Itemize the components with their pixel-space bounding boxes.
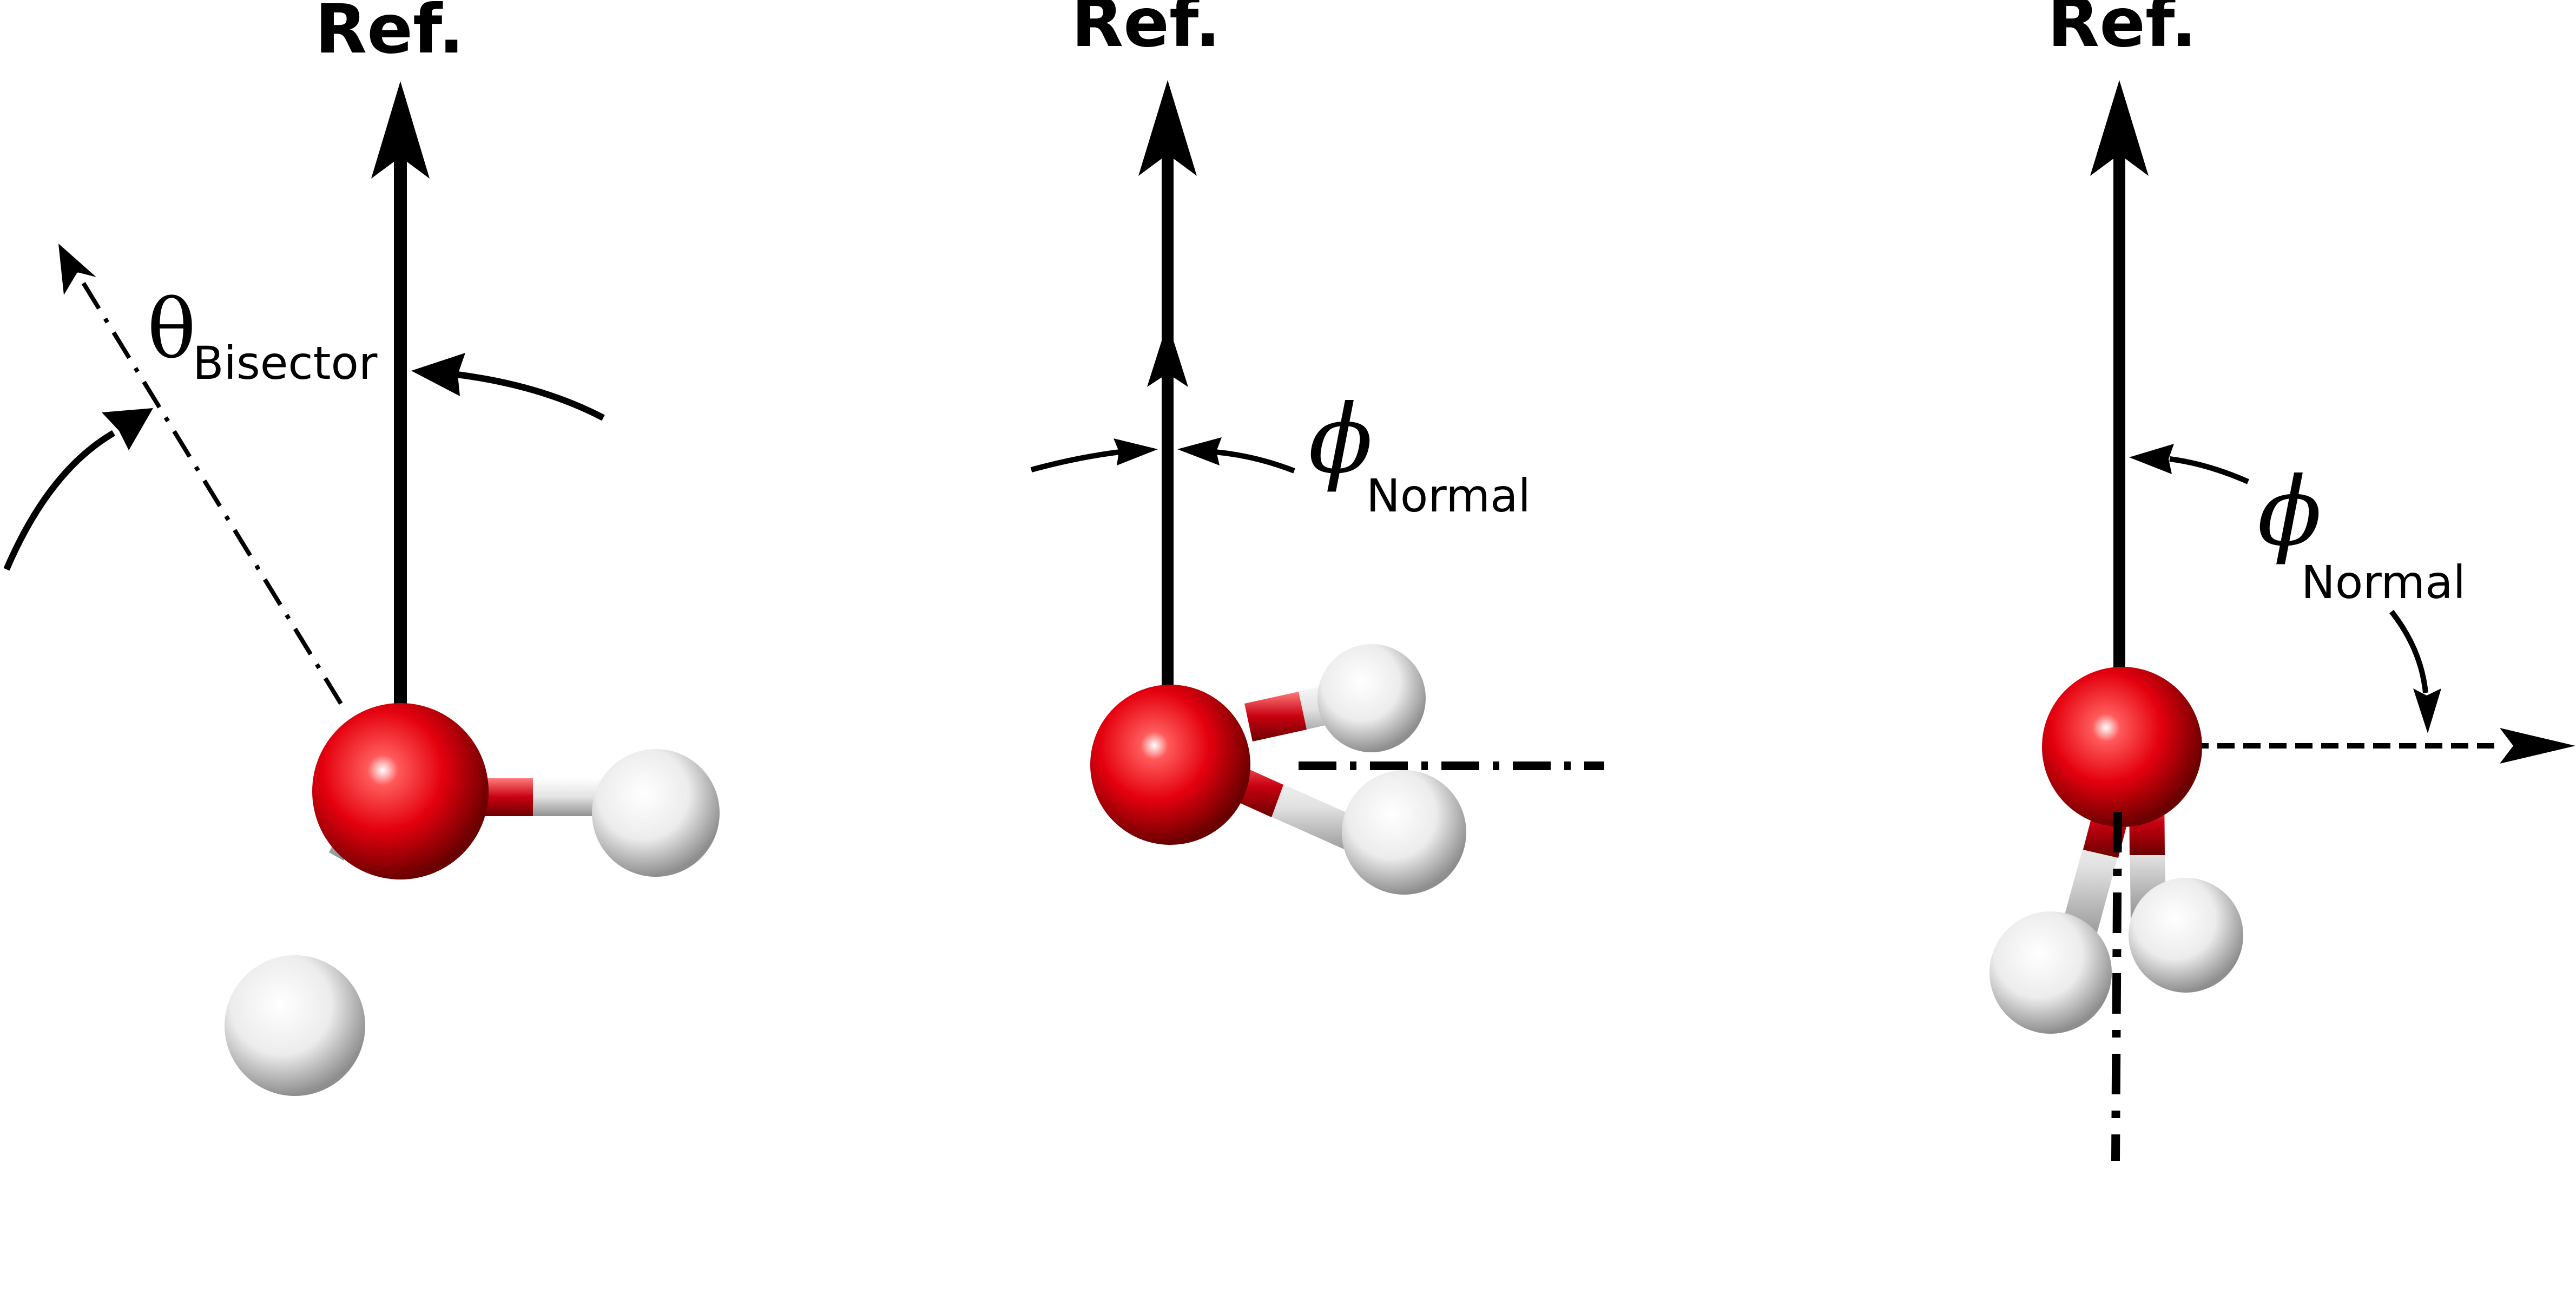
water-molecule-2 (1090, 644, 1466, 895)
theta-angle-arrow-right (411, 353, 605, 421)
theta-angle-arrow-left (3, 408, 153, 571)
hydrogen-atom-1b (225, 955, 365, 1096)
phi-normal-label-2: ϕ Normal (1308, 385, 1531, 522)
panel-bisector: Ref. θ Bisector (3, 0, 720, 1096)
phi-angle-arrow-3 (2129, 444, 2250, 484)
phi-normal-label-3: ϕ Normal (2257, 457, 2466, 609)
phi-subscript-2: Normal (1366, 469, 1531, 522)
phi-symbol-2: ϕ (1308, 385, 1373, 495)
oxygen-atom-1 (312, 703, 489, 879)
water-molecule-1 (225, 703, 720, 1096)
theta-bisector-label: θ Bisector (147, 283, 378, 390)
theta-symbol: θ (147, 283, 196, 377)
phi-symbol-3: ϕ (2257, 457, 2322, 567)
hydrogen-atom-3a (1989, 911, 2112, 1034)
ref-label-1: Ref. (315, 0, 464, 69)
bisector-axis-3 (2111, 811, 2122, 1161)
reference-axis-3 (2090, 80, 2149, 679)
phi-angle-arrow-down-3 (2389, 609, 2441, 733)
hydrogen-atom-1a (592, 749, 720, 877)
hydrogen-atom-2a (1317, 644, 1426, 752)
reference-axis-1 (371, 81, 430, 704)
ref-label-2: Ref. (1071, 0, 1221, 62)
water-molecule-3 (1989, 667, 2243, 1034)
ref-label-3: Ref. (2047, 0, 2197, 62)
hydrogen-atom-3b (2129, 878, 2243, 993)
panel-normal-front: Ref. ϕ Normal (1030, 0, 1604, 895)
bisector-axis (58, 244, 343, 705)
hydrogen-atom-2b (1342, 770, 1466, 895)
panel-normal-side: Ref. ϕ Norm (1989, 0, 2575, 1161)
oxygen-atom-3 (2042, 667, 2202, 827)
phi-subscript-3: Normal (2301, 556, 2466, 609)
phi-angle-arrows-2 (1030, 437, 1295, 474)
oxygen-atom-2 (1090, 685, 1250, 845)
reference-axis-2 (1138, 80, 1197, 687)
normal-axis-3 (2191, 728, 2575, 764)
oh-bond-back-red (1244, 692, 1307, 741)
theta-subscript: Bisector (193, 337, 378, 390)
